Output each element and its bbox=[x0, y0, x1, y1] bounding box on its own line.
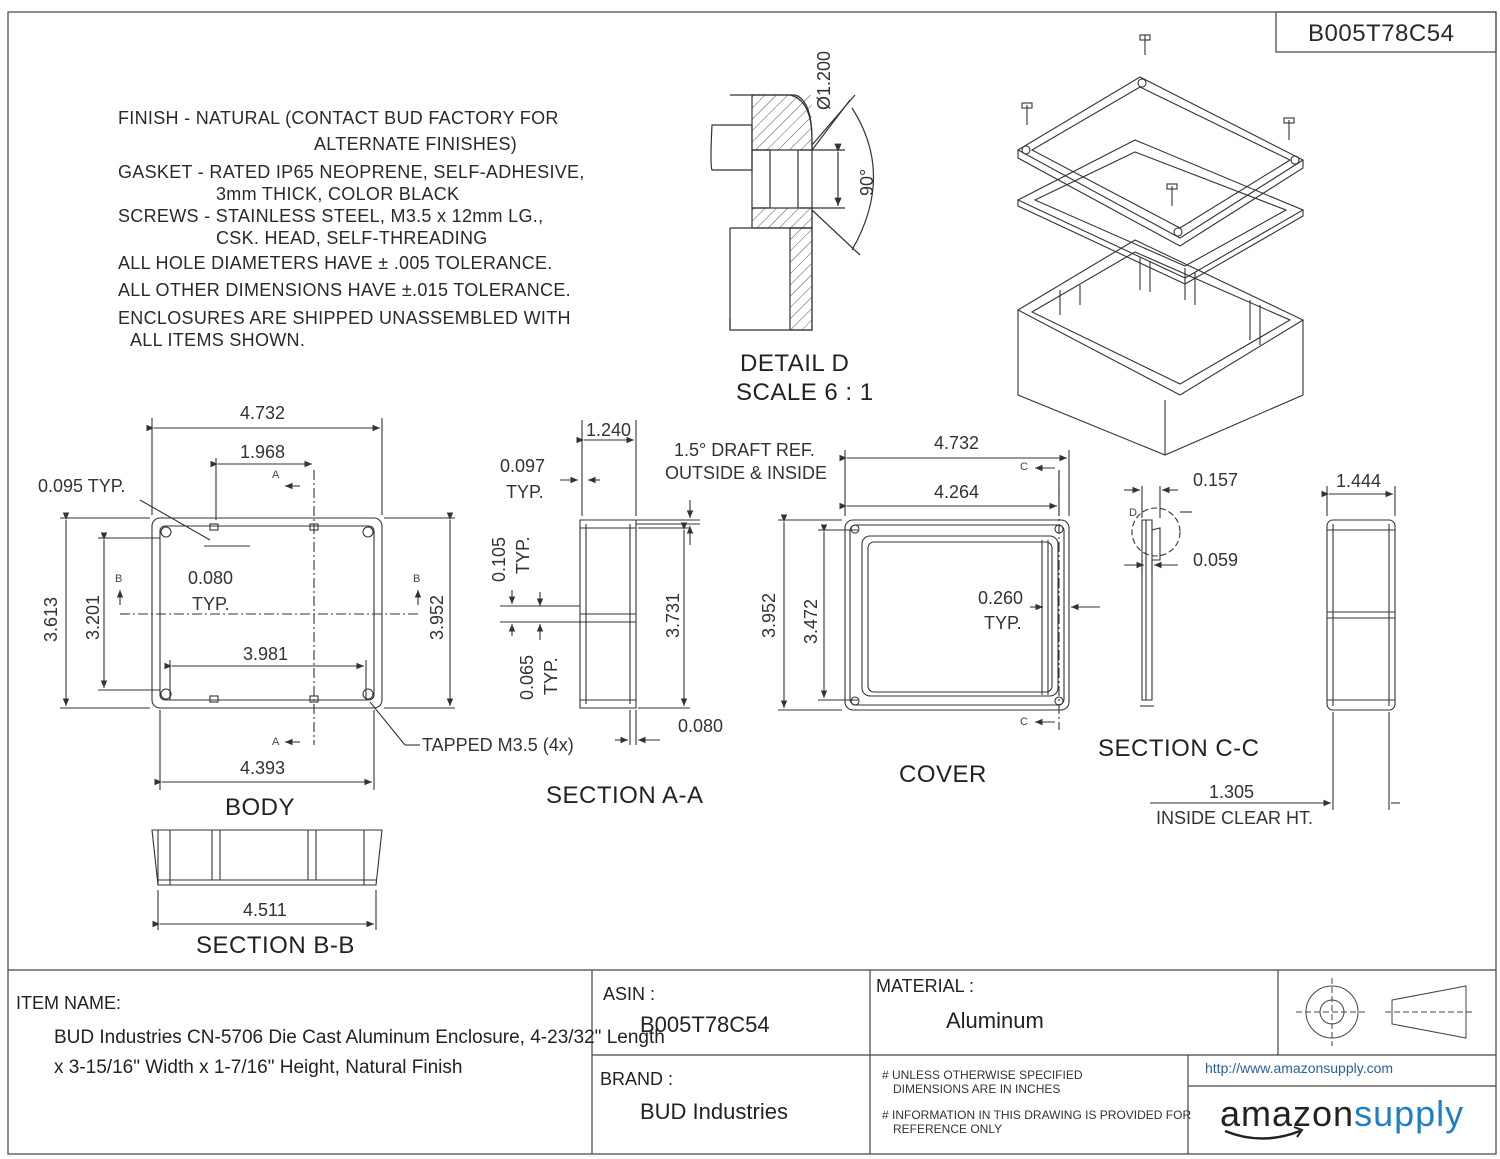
section-aa-dim-3731: 3.731 bbox=[663, 592, 683, 638]
sheet-border bbox=[7, 11, 1497, 1155]
note-screws-1: SCREWS - STAINLESS STEEL, M3.5 x 12mm LG… bbox=[118, 206, 544, 226]
material-value: Aluminum bbox=[946, 1008, 1044, 1033]
body-dim-bottom: 4.393 bbox=[240, 758, 286, 778]
section-aa-dim-097-typ: TYP. bbox=[506, 482, 544, 502]
note-other-tolerance: ALL OTHER DIMENSIONS HAVE ±.015 TOLERANC… bbox=[118, 280, 571, 300]
brand-label: BRAND : bbox=[600, 1069, 674, 1089]
logo-supply-text: supply bbox=[1354, 1093, 1465, 1134]
section-aa-dim-065-typ: TYP. bbox=[541, 657, 561, 695]
item-name-label: ITEM NAME: bbox=[16, 993, 122, 1013]
cover-mark-c-bottom: C bbox=[1020, 716, 1028, 728]
body-dim-height-outer: 3.613 bbox=[41, 596, 61, 642]
title-block-lines bbox=[8, 969, 1496, 1154]
detail-d-scale: SCALE 6 : 1 bbox=[736, 379, 874, 406]
section-bb-title: SECTION B-B bbox=[196, 932, 355, 959]
part-number-box bbox=[1275, 11, 1497, 53]
cover-dim-width: 4.732 bbox=[934, 433, 980, 453]
detail-d-title: DETAIL D bbox=[740, 350, 850, 377]
section-aa-dim-105-typ: TYP. bbox=[513, 536, 533, 574]
body-view-drawing bbox=[60, 418, 455, 790]
section-bb-dim: 4.511 bbox=[243, 900, 287, 920]
exploded-iso-view bbox=[1016, 34, 1305, 456]
detail-d-drawing bbox=[710, 94, 874, 331]
amazon-smile-icon bbox=[1224, 1129, 1301, 1140]
note-shipped-1: ENCLOSURES ARE SHIPPED UNASSEMBLED WITH bbox=[118, 308, 571, 328]
cover-title: COVER bbox=[899, 761, 987, 788]
note-screws-2: CSK. HEAD, SELF-THREADING bbox=[216, 228, 488, 248]
item-name-line-1: BUD Industries CN-5706 Die Cast Aluminum… bbox=[54, 1027, 665, 1048]
side-dim-1305: 1.305 bbox=[1209, 782, 1255, 802]
body-section-mark-b-right: B bbox=[413, 573, 421, 585]
item-name-line-2: x 3-15/16" Width x 1-7/16" Height, Natur… bbox=[54, 1057, 463, 1078]
body-dim-wall: 0.095 TYP. bbox=[38, 476, 126, 496]
side-dim-1444: 1.444 bbox=[1336, 471, 1382, 491]
cover-dim-inner: 4.264 bbox=[934, 482, 980, 502]
section-aa-draft-1: 1.5° DRAFT REF. bbox=[674, 440, 815, 460]
section-aa-dim-065: 0.065 bbox=[517, 654, 537, 700]
cover-dim-inner-height: 3.472 bbox=[801, 598, 821, 644]
cover-dim-260-typ: TYP. bbox=[984, 613, 1022, 633]
section-aa-title: SECTION A-A bbox=[546, 782, 704, 809]
body-title: BODY bbox=[225, 794, 296, 821]
note-hole-tolerance: ALL HOLE DIAMETERS HAVE ± .005 TOLERANCE… bbox=[118, 253, 553, 273]
section-cc-mark-d: D bbox=[1129, 507, 1137, 519]
side-view-drawing bbox=[1150, 486, 1400, 810]
amazonsupply-logo: amazonsupply bbox=[1220, 1096, 1464, 1132]
section-aa-dim-top: 1.240 bbox=[586, 420, 632, 440]
note-units-2: DIMENSIONS ARE IN INCHES bbox=[893, 1082, 1061, 1096]
body-dim-rib-typ: TYP. bbox=[192, 594, 230, 614]
brand-value: BUD Industries bbox=[640, 1099, 788, 1124]
logo-amazon-text: amazon bbox=[1220, 1093, 1355, 1134]
section-aa-dim-097: 0.097 bbox=[500, 456, 546, 476]
body-dim-center: 1.968 bbox=[240, 442, 286, 462]
section-aa-draft-2: OUTSIDE & INSIDE bbox=[665, 463, 828, 483]
part-number: B005T78C54 bbox=[1308, 20, 1455, 47]
note-gasket-1: GASKET - RATED IP65 NEOPRENE, SELF-ADHES… bbox=[118, 162, 585, 182]
asin-value: B005T78C54 bbox=[640, 1012, 770, 1037]
section-bb-drawing bbox=[151, 829, 383, 930]
section-cc-title: SECTION C-C bbox=[1098, 735, 1260, 762]
detail-d-angle: 90° bbox=[857, 168, 877, 196]
body-tapped-note: TAPPED M3.5 (4x) bbox=[422, 735, 574, 755]
body-dim-height-inner: 3.201 bbox=[83, 594, 103, 640]
body-section-mark-b-left: B bbox=[115, 573, 123, 585]
cover-dim-height: 3.952 bbox=[759, 592, 779, 638]
detail-d-diameter: Ø1.200 bbox=[814, 50, 834, 110]
note-finish-2: ALTERNATE FINISHES) bbox=[314, 134, 518, 154]
cover-mark-c-top: C bbox=[1020, 461, 1028, 473]
projection-symbol bbox=[1296, 978, 1475, 1046]
section-aa-drawing bbox=[500, 420, 700, 745]
note-gasket-2: 3mm THICK, COLOR BLACK bbox=[216, 184, 460, 204]
body-dim-rib: 0.080 bbox=[188, 568, 234, 588]
section-cc-dim-059: 0.059 bbox=[1193, 550, 1239, 570]
body-dim-width: 4.732 bbox=[240, 403, 286, 423]
note-finish-1: FINISH - NATURAL (CONTACT BUD FACTORY FO… bbox=[118, 108, 559, 128]
section-cc-drawing bbox=[1124, 486, 1192, 707]
body-dim-inner-width: 3.981 bbox=[243, 644, 289, 664]
side-inside-clear: INSIDE CLEAR HT. bbox=[1156, 808, 1314, 828]
note-reference-1: # INFORMATION IN THIS DRAWING IS PROVIDE… bbox=[882, 1108, 1192, 1122]
material-label: MATERIAL : bbox=[876, 976, 975, 996]
body-section-mark-a-top: A bbox=[272, 469, 280, 481]
amazonsupply-url-link[interactable]: http://www.amazonsupply.com bbox=[1205, 1060, 1394, 1076]
note-reference-2: REFERENCE ONLY bbox=[893, 1122, 1003, 1136]
note-shipped-2: ALL ITEMS SHOWN. bbox=[130, 330, 306, 350]
note-units-1: # UNLESS OTHERWISE SPECIFIED bbox=[882, 1068, 1083, 1082]
section-aa-dim-105: 0.105 bbox=[489, 536, 509, 582]
section-cc-dim-157: 0.157 bbox=[1193, 470, 1239, 490]
cover-drawing bbox=[778, 450, 1100, 730]
body-dim-right-height: 3.952 bbox=[427, 594, 447, 640]
asin-label: ASIN : bbox=[603, 984, 656, 1004]
cover-dim-260: 0.260 bbox=[978, 588, 1024, 608]
body-section-mark-a-bottom: A bbox=[272, 736, 280, 748]
section-aa-dim-080: 0.080 bbox=[678, 716, 724, 736]
